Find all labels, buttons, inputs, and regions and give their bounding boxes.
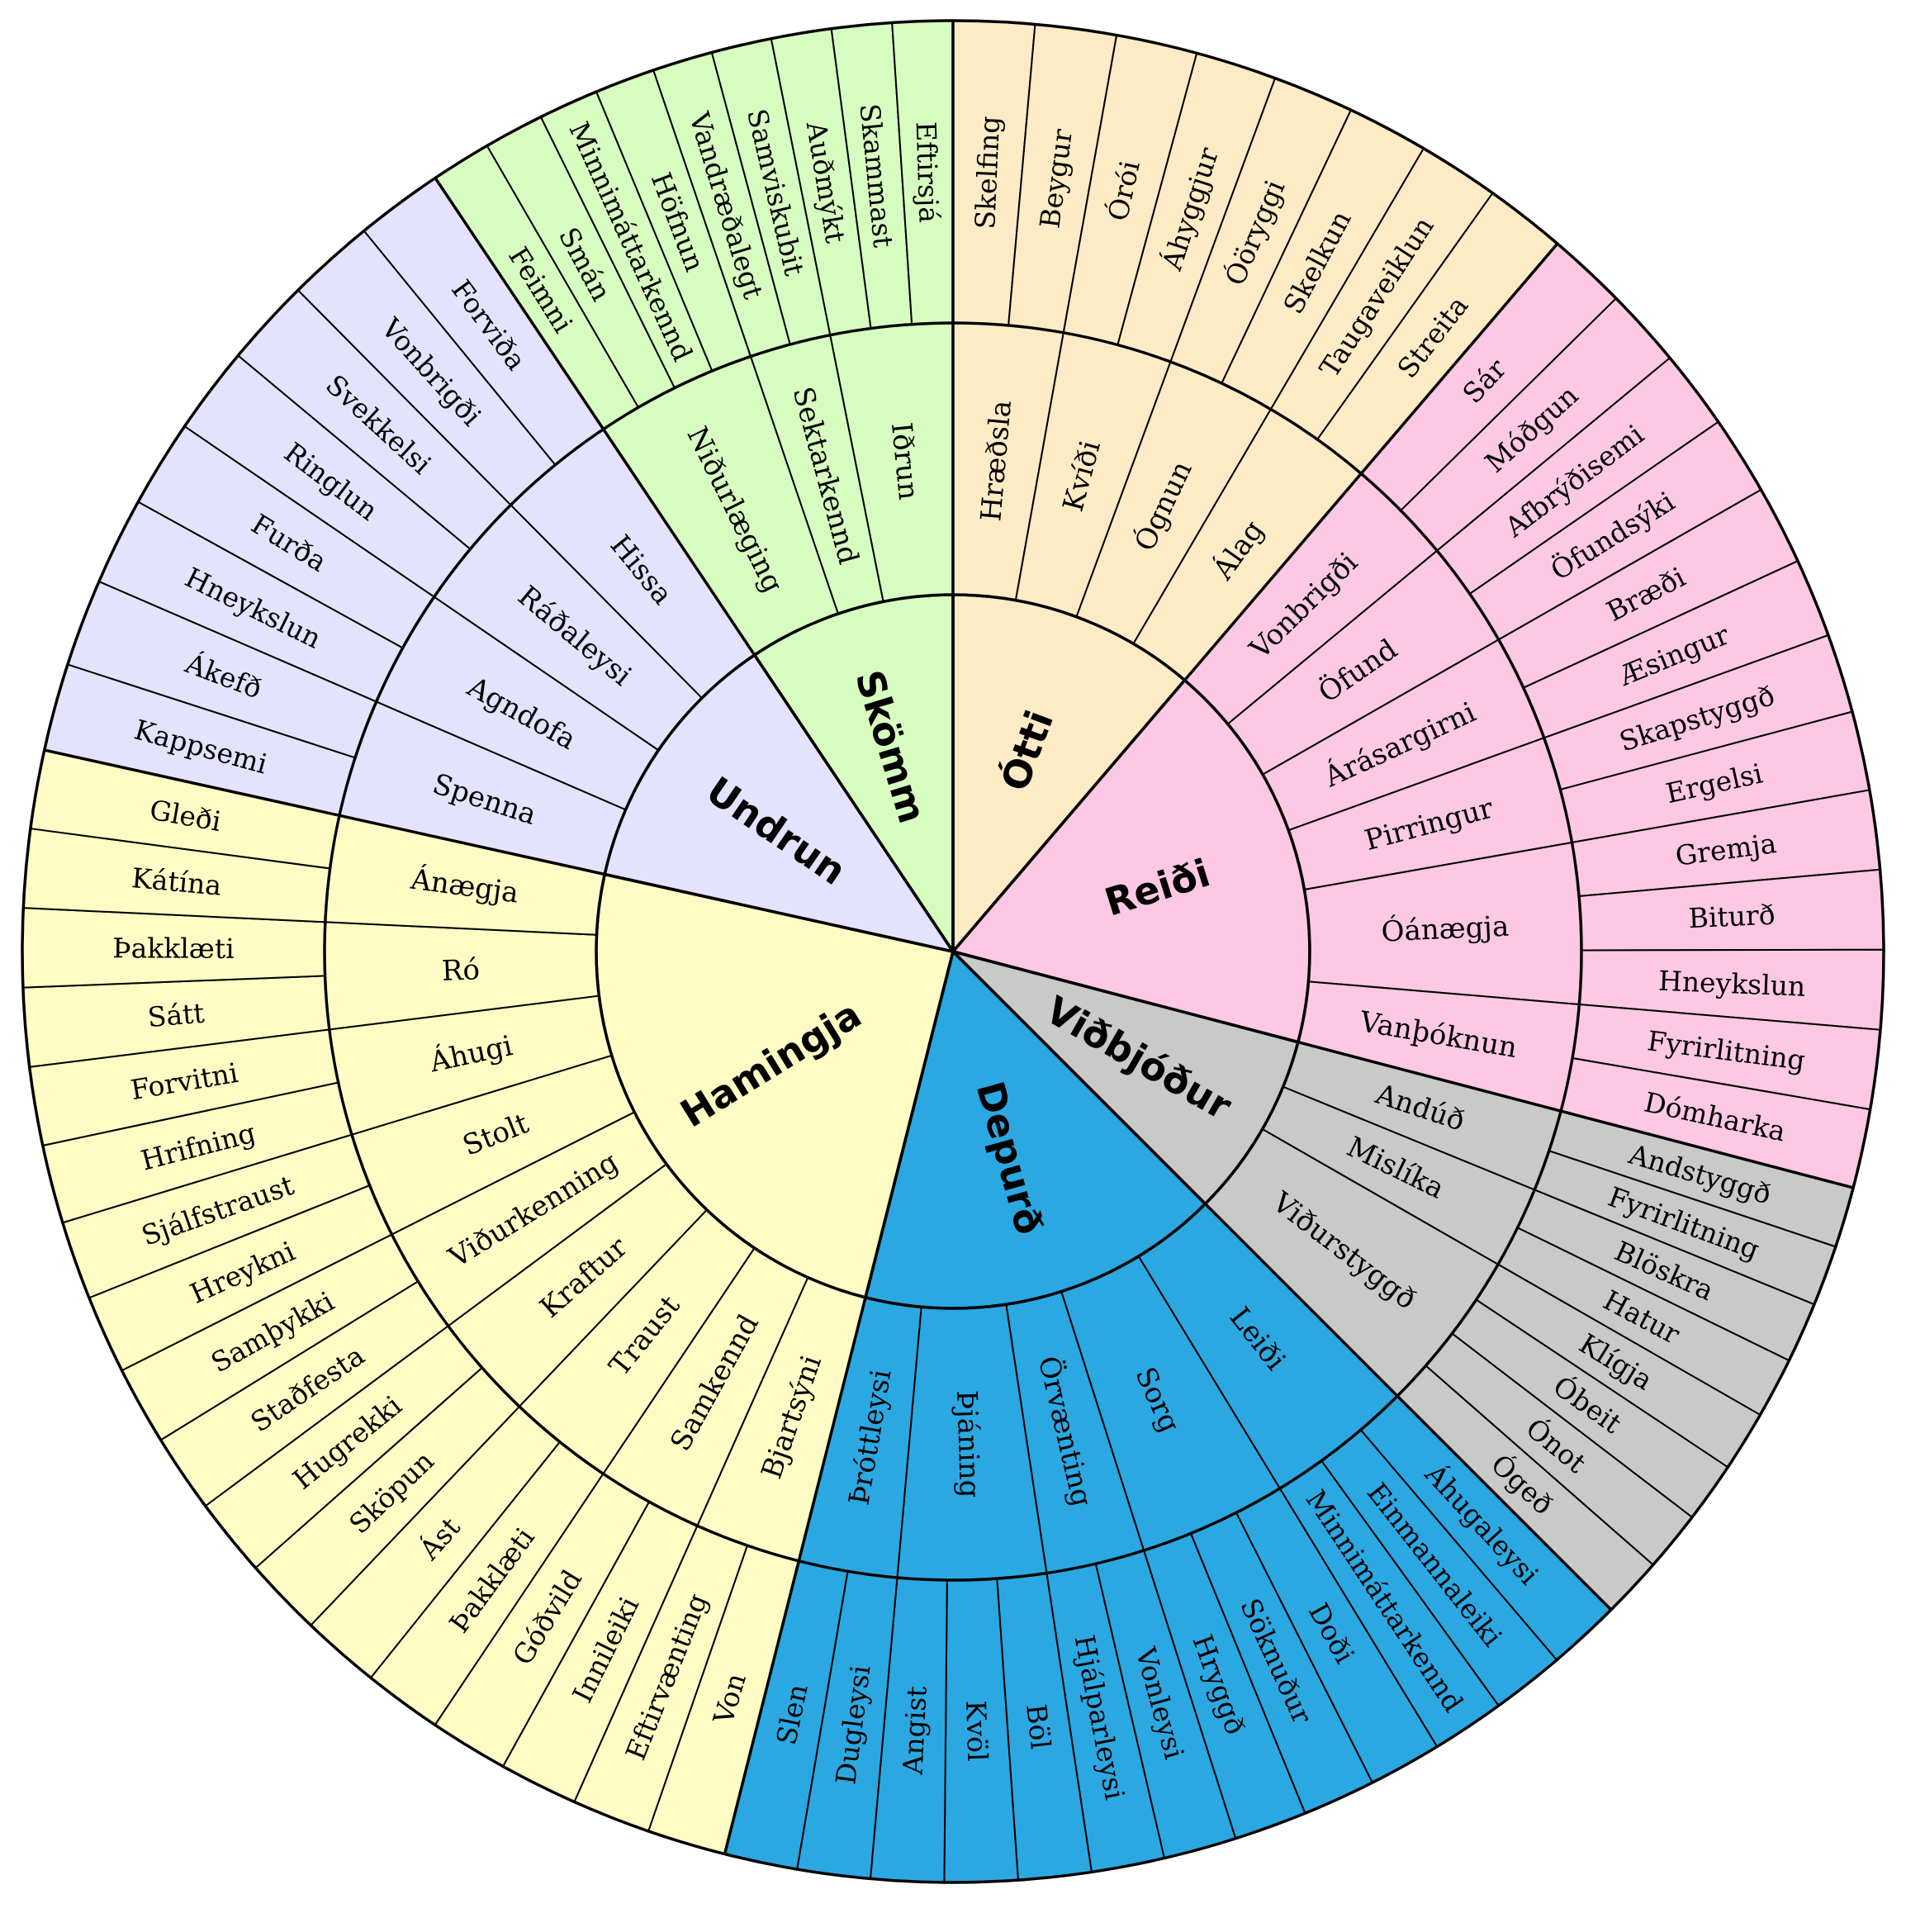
tertiary-label-angist: Angist — [896, 1685, 932, 1776]
core-divider-5 — [44, 748, 954, 953]
core-divider-4 — [723, 951, 955, 1854]
secondary-label-i-run: Iðrun — [884, 421, 925, 501]
tertiary-label-katina: Kátína — [130, 862, 223, 902]
tertiary-label-bitur-: Biturð — [1688, 899, 1776, 935]
core-divider-6 — [434, 177, 955, 952]
core-divider-3 — [951, 950, 1613, 1612]
tertiary-label-bol: Böl — [1020, 1702, 1057, 1751]
secondary-label-ro: Ró — [441, 953, 481, 988]
tertiary-label-hneykslun: Hneykslun — [1657, 965, 1806, 1003]
tertiary-label--akkl-ti: Þakklæti — [112, 932, 235, 965]
core-divider-2 — [952, 950, 1854, 1189]
tertiary-label-eftirsja: Eftirsjá — [910, 121, 946, 224]
secondary-label--janing: Þjáning — [950, 1390, 986, 1498]
secondary-label-oan-gja: Óánægja — [1381, 909, 1510, 949]
tertiary-label-satt: Sátt — [146, 997, 206, 1033]
tertiary-label-skelfing: Skelfing — [969, 116, 1006, 230]
tertiary-label-kvol: Kvöl — [960, 1700, 993, 1762]
core-divider-1 — [951, 242, 1559, 953]
